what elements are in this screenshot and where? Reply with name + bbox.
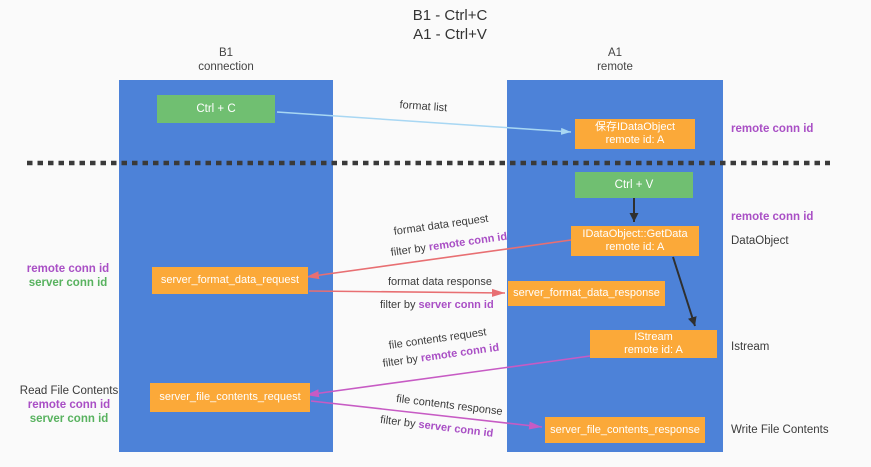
column-a1-header: A1 remote bbox=[507, 46, 723, 74]
box-file-request-label: server_file_contents_request bbox=[159, 391, 301, 403]
box-format-request-label: server_format_data_request bbox=[160, 274, 300, 286]
box-istream: IStream remote id: A bbox=[590, 330, 717, 358]
box-ctrl-v-label: Ctrl + V bbox=[614, 178, 654, 191]
left-format-server-conn-id: server conn id bbox=[28, 277, 108, 289]
box-file-response: server_file_contents_response bbox=[545, 417, 705, 443]
box-saved-dataobject-line2: remote id: A bbox=[605, 134, 665, 146]
left-label-read-file-contents: Read File Contents bbox=[19, 385, 119, 397]
diagram-title-line1: B1 - Ctrl+C bbox=[412, 7, 488, 24]
box-istream-line2: remote id: A bbox=[624, 344, 683, 356]
label-file-request-filter-prefix: filter by bbox=[382, 352, 422, 370]
diagram-title-line2: A1 - Ctrl+V bbox=[413, 26, 487, 43]
left-format-remote-conn-id: remote conn id bbox=[26, 263, 110, 275]
box-file-response-label: server_file_contents_response bbox=[550, 423, 700, 436]
label-file-response-filter: filter by server conn id bbox=[380, 414, 494, 440]
box-getdata: IDataObject::GetData remote id: A bbox=[571, 226, 699, 256]
label-format-data-response: format data response bbox=[388, 276, 492, 288]
column-a1-role: remote bbox=[597, 61, 633, 73]
left-label-file-block: Read File Contents remote conn id server… bbox=[15, 384, 123, 426]
label-format-list: format list bbox=[399, 99, 448, 115]
column-b1-name: B1 bbox=[218, 47, 234, 59]
box-istream-line1: IStream bbox=[634, 331, 673, 343]
box-format-response-label: server_format_data_response bbox=[513, 287, 660, 299]
arrow-format-data-response bbox=[308, 288, 506, 297]
box-saved-dataobject: 保存IDataObject remote id: A bbox=[575, 119, 695, 149]
column-a1-name: A1 bbox=[607, 47, 623, 59]
box-getdata-line2: remote id: A bbox=[605, 241, 665, 253]
label-format-request-filter-key: remote conn id bbox=[428, 230, 508, 254]
box-getdata-line1: IDataObject::GetData bbox=[582, 228, 688, 240]
column-b1-header: B1 connection bbox=[119, 46, 333, 74]
box-ctrl-v: Ctrl + V bbox=[575, 172, 693, 198]
label-format-request-filter-prefix: filter by bbox=[390, 241, 430, 259]
left-file-remote-conn-id: remote conn id bbox=[27, 399, 111, 411]
label-file-contents-response: file contents response bbox=[395, 393, 504, 418]
right-label-remote-conn-id-top: remote conn id bbox=[731, 123, 814, 135]
box-file-request: server_file_contents_request bbox=[150, 383, 310, 412]
left-file-server-conn-id: server conn id bbox=[29, 413, 109, 425]
right-label-istream: Istream bbox=[731, 341, 770, 353]
diagram-title: B1 - Ctrl+C A1 - Ctrl+V bbox=[330, 6, 570, 44]
label-format-response-filter-key: server conn id bbox=[418, 299, 494, 311]
box-format-request: server_format_data_request bbox=[152, 267, 308, 294]
label-file-response-filter-key: server conn id bbox=[417, 418, 494, 440]
label-format-response-filter: filter by server conn id bbox=[380, 299, 494, 311]
column-b1-role: connection bbox=[198, 61, 254, 73]
label-format-response-filter-prefix: filter by bbox=[380, 299, 419, 311]
label-file-response-filter-prefix: filter by bbox=[379, 414, 420, 431]
box-format-response: server_format_data_response bbox=[508, 281, 665, 306]
box-saved-dataobject-line1: 保存IDataObject bbox=[594, 121, 676, 133]
right-label-write-file-contents: Write File Contents bbox=[731, 424, 829, 436]
box-ctrl-c: Ctrl + C bbox=[157, 95, 275, 123]
box-ctrl-c-label: Ctrl + C bbox=[196, 102, 236, 115]
left-label-format-block: remote conn id server conn id bbox=[18, 262, 118, 290]
right-label-dataobject: DataObject bbox=[731, 235, 789, 247]
right-label-remote-conn-id-mid: remote conn id bbox=[731, 211, 814, 223]
